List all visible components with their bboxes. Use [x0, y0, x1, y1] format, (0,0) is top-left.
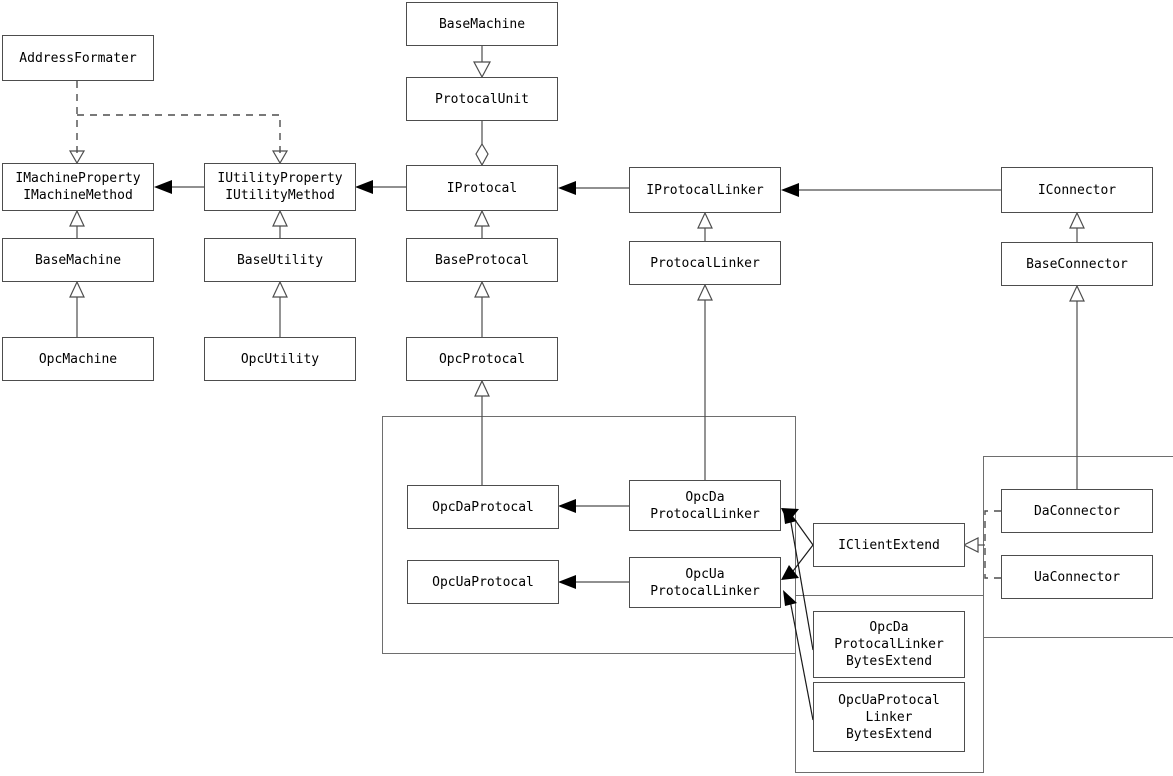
arrowhead-solid-opcuaprotocal	[558, 575, 576, 589]
class-node-ua-connector[interactable]: UaConnector	[1001, 555, 1153, 599]
class-node-opc-ua-linker-bytes-extend[interactable]: OpcUaProtocal Linker BytesExtend	[813, 682, 965, 752]
arrowhead-solid-opcualinker-b	[783, 590, 797, 606]
edge-uaconnector-iclientextend	[984, 545, 1001, 579]
class-node-opc-da-protocal-linker[interactable]: OpcDa ProtocalLinker	[629, 480, 781, 531]
class-node-base-protocal[interactable]: BaseProtocal	[406, 238, 558, 282]
arrowhead-solid-iprotocallinker	[781, 183, 799, 197]
arrowhead-solid-iutility	[355, 180, 373, 194]
arrowhead-solid-opcualinker-a	[781, 565, 799, 580]
edge-opcuabytesextend-opcualinker	[789, 599, 814, 721]
arrowhead-triangle-iprotocallinker-2	[697, 211, 713, 229]
arrowhead-open-iutilityproperty	[271, 150, 289, 165]
arrowhead-triangle-protocalunit	[473, 61, 491, 79]
edge-addressformater-iutilityproperty	[77, 114, 281, 155]
class-node-opc-ua-protocal-linker[interactable]: OpcUa ProtocalLinker	[629, 557, 781, 608]
class-node-base-machine[interactable]: BaseMachine	[2, 238, 154, 282]
arrowhead-solid-imachine	[154, 180, 172, 194]
class-node-imachine-property[interactable]: IMachineProperty IMachineMethod	[2, 163, 154, 211]
class-node-iprotocal-linker[interactable]: IProtocalLinker	[629, 167, 781, 213]
class-node-opc-da-protocal[interactable]: OpcDaProtocal	[407, 485, 559, 529]
arrowhead-triangle-opcprotocal	[474, 379, 490, 397]
arrowhead-triangle-iprotocal-2	[474, 209, 490, 227]
arrowhead-triangle-iutilityproperty	[272, 209, 288, 227]
edge-iclientextend-opcualinker	[789, 544, 814, 576]
class-node-iutility-property[interactable]: IUtilityProperty IUtilityMethod	[204, 163, 356, 211]
arrowhead-solid-opcdalinker-b	[783, 509, 797, 524]
arrowhead-triangle-baseutility	[272, 280, 288, 298]
class-node-iclient-extend[interactable]: IClientExtend	[813, 523, 965, 567]
edge-daconnector-iclientextend	[984, 510, 1001, 545]
class-node-base-utility[interactable]: BaseUtility	[204, 238, 356, 282]
class-node-base-connector[interactable]: BaseConnector	[1001, 242, 1153, 286]
class-node-iconnector[interactable]: IConnector	[1001, 167, 1153, 213]
class-node-protocal-linker[interactable]: ProtocalLinker	[629, 241, 781, 285]
package-connector-group	[983, 456, 1173, 638]
edge-opcdabytesextend-opcdalinker	[789, 516, 814, 651]
arrowhead-triangle-iclientextend	[962, 537, 979, 553]
arrowhead-triangle-baseprotocal	[474, 280, 490, 298]
package-protocal-group	[382, 416, 796, 654]
arrowhead-triangle-basemachine	[69, 280, 85, 298]
class-node-opc-protocal[interactable]: OpcProtocal	[406, 337, 558, 381]
package-linker-extend-group	[795, 595, 984, 773]
arrowhead-triangle-baseconnector	[1069, 284, 1085, 302]
arrowhead-triangle-iconnector	[1069, 211, 1085, 229]
class-node-da-connector[interactable]: DaConnector	[1001, 489, 1153, 533]
arrowhead-diamond-iprotocal	[475, 142, 489, 167]
arrowhead-solid-iprotocal	[558, 181, 576, 195]
arrowhead-triangle-imachineproperty	[69, 209, 85, 227]
class-node-opc-utility[interactable]: OpcUtility	[204, 337, 356, 381]
class-node-opc-ua-protocal[interactable]: OpcUaProtocal	[407, 560, 559, 604]
class-node-base-machine-top[interactable]: BaseMachine	[406, 2, 558, 46]
class-node-protocal-unit[interactable]: ProtocalUnit	[406, 77, 558, 121]
class-node-opc-machine[interactable]: OpcMachine	[2, 337, 154, 381]
class-node-opc-da-linker-bytes-extend[interactable]: OpcDa ProtocalLinker BytesExtend	[813, 611, 965, 678]
class-node-iprotocal[interactable]: IProtocal	[406, 165, 558, 211]
arrowhead-solid-opcdaprotocal	[558, 499, 576, 513]
arrowhead-triangle-protocallinker	[697, 283, 713, 301]
arrowhead-open-imachineproperty	[68, 150, 86, 165]
class-node-address-formater[interactable]: AddressFormater	[2, 35, 154, 81]
